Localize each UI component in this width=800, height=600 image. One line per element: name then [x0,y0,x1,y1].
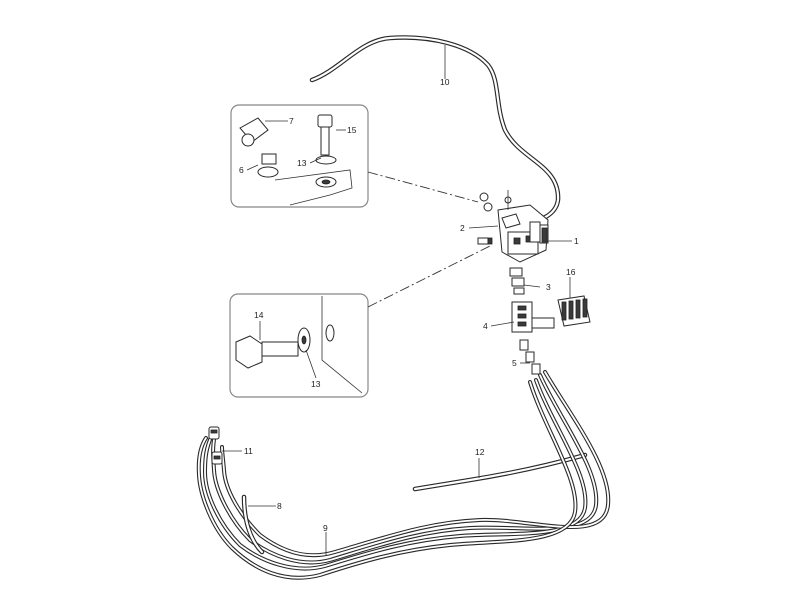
callout-16: 16 [566,267,576,277]
manifold-4 [511,301,555,333]
callout-13-top: 13 [297,158,307,168]
hose-10 [309,35,561,227]
reference-line-bottom [367,245,491,308]
fitting-3 [509,267,525,295]
leader-lines [222,45,572,556]
callout-9: 9 [323,523,328,533]
fittings-11 [208,426,223,465]
detail-box-bottom [229,293,369,398]
callout-14: 14 [254,310,264,320]
callout-2: 2 [460,223,465,233]
callout-1: 1 [574,236,579,246]
hose-12 [412,452,588,492]
reference-line-top [367,171,479,203]
callout-3: 3 [546,282,551,292]
control-valve-1 [477,190,549,263]
callout-12: 12 [475,447,485,457]
callout-15: 15 [347,125,357,135]
hose-bundle-9 [196,370,611,580]
callout-13-bottom: 13 [311,379,321,389]
hose-8 [241,494,265,555]
callout-11: 11 [244,446,253,456]
callout-labels: 1 2 3 4 5 6 7 8 9 10 11 12 13 13 14 15 1… [239,77,579,533]
detail-box-top [230,104,369,208]
callout-7: 7 [289,116,294,126]
callout-8: 8 [277,501,282,511]
fittings-5 [519,339,541,375]
callout-5: 5 [512,358,517,368]
coupler-block-16 [557,295,591,327]
callout-10: 10 [440,77,450,87]
callout-6: 6 [239,165,244,175]
callout-4: 4 [483,321,488,331]
